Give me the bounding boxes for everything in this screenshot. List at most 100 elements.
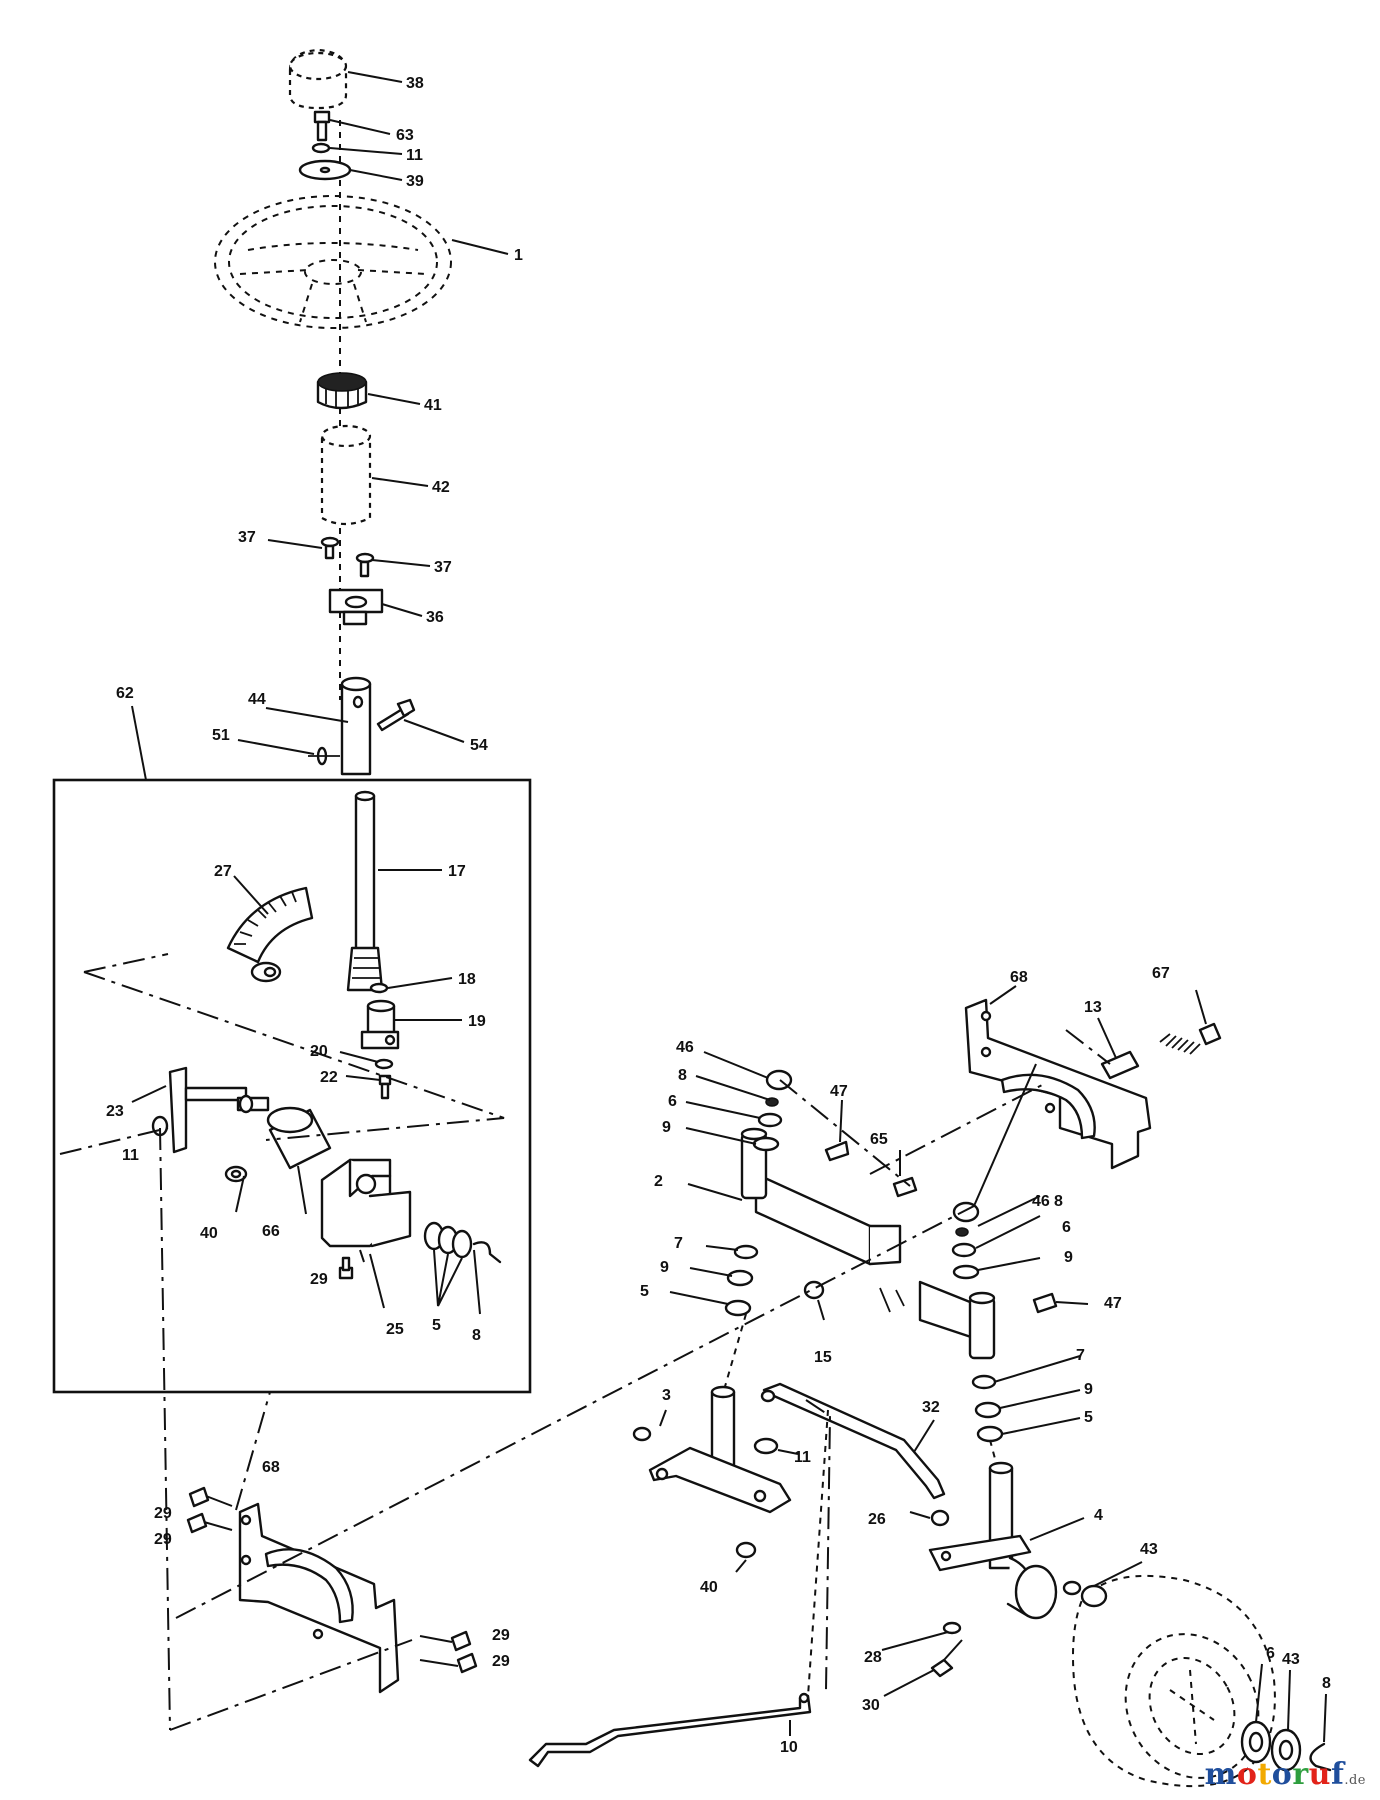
callout-66: 66	[262, 1223, 280, 1240]
callout-36: 36	[426, 609, 444, 626]
callout-39: 39	[406, 173, 424, 190]
part-23-shaft-bracket	[168, 1066, 270, 1154]
callout-37: 37	[238, 529, 256, 546]
callout-11: 11	[406, 147, 423, 164]
callout-47: 47	[830, 1083, 848, 1100]
callout-7: 7	[674, 1235, 683, 1252]
part-29-bolts-left-bracket	[186, 1486, 478, 1674]
callout-15: 15	[814, 1349, 832, 1366]
part-66-bushing	[266, 1106, 332, 1170]
callout-22: 22	[320, 1069, 338, 1086]
steering-gear-assembly	[59, 790, 505, 1280]
part-6-wheel	[1072, 1574, 1276, 1788]
callout-6: 6	[1266, 1645, 1275, 1662]
part-10-drag-link	[528, 1692, 812, 1768]
part-68-frame-bracket-left	[238, 1502, 400, 1694]
watermark-letter: o	[1236, 1757, 1258, 1792]
part-27-sector-gear	[226, 886, 314, 983]
callout-29: 29	[492, 1627, 510, 1644]
front-wheel-assembly	[1062, 1574, 1332, 1788]
part-40-nut	[224, 1165, 248, 1183]
part-28-washer	[942, 1621, 962, 1635]
callout-65: 65	[870, 1131, 888, 1148]
callout-28: 28	[864, 1649, 882, 1666]
callout-43: 43	[1282, 1651, 1300, 1668]
callout-44: 44	[248, 691, 266, 708]
part-17-steering-column	[346, 790, 384, 992]
part-51-roll-pin	[308, 746, 340, 766]
part-44-steering-shaft	[340, 676, 372, 776]
part-40-nut-spindle	[735, 1541, 757, 1559]
callout-68: 68	[1010, 969, 1028, 986]
callout-63: 63	[396, 127, 414, 144]
callout-numbers: 38 63 11 39 1 41 42 37 37 36 62 44 51 54…	[106, 75, 1331, 1756]
callout-11: 11	[122, 1147, 139, 1164]
callout-11: 11	[794, 1449, 811, 1466]
part-41-steering-adapter	[316, 372, 368, 410]
part-13-spacer	[1100, 1050, 1140, 1080]
part-43-washer-outer	[1270, 1728, 1302, 1772]
callout-29: 29	[154, 1505, 172, 1522]
part-38-steering-cap	[288, 48, 348, 110]
watermark-letter: m	[1204, 1757, 1237, 1792]
callout-20: 20	[310, 1043, 328, 1060]
callout-5: 5	[640, 1283, 649, 1300]
phantom-assembly-lines	[159, 1029, 1111, 1731]
part-37-screw-right	[355, 552, 375, 578]
callout-13: 13	[1084, 999, 1102, 1016]
callout-29: 29	[310, 1271, 328, 1288]
part-42-steering-boot	[320, 424, 372, 526]
callout-29: 29	[492, 1653, 510, 1670]
callout-37: 37	[434, 559, 452, 576]
callout-9: 9	[662, 1119, 671, 1136]
part-30-tie-rod-end	[930, 1639, 963, 1678]
part-43-washer-inner	[1062, 1580, 1108, 1608]
watermark-letter: o	[1271, 1757, 1293, 1792]
callout-9: 9	[1064, 1249, 1073, 1266]
left-spindle-hardware	[723, 1069, 793, 1391]
callout-46: 46	[1032, 1193, 1050, 1210]
callout-5: 5	[1084, 1409, 1093, 1426]
part-18-washer	[369, 982, 389, 994]
callout-43: 43	[1140, 1541, 1158, 1558]
callout-6: 6	[668, 1093, 677, 1110]
callout-8: 8	[1322, 1675, 1331, 1692]
watermark-letters: motoruf	[1205, 1757, 1345, 1792]
callout-23: 23	[106, 1103, 124, 1120]
callout-25: 25	[386, 1321, 404, 1338]
part-26-nut	[930, 1509, 950, 1527]
part-1-steering-wheel	[214, 195, 452, 329]
callout-54: 54	[470, 737, 488, 754]
callout-30: 30	[862, 1697, 880, 1714]
part-47-grease-fitting-left	[824, 1140, 850, 1162]
part-63-bolt	[313, 110, 331, 142]
leader-lines	[131, 71, 1327, 1743]
callout-68: 68	[262, 1459, 280, 1476]
watermark-letter: t	[1257, 1757, 1272, 1792]
callout-26: 26	[868, 1511, 886, 1528]
callout-10: 10	[780, 1739, 798, 1756]
callout-9: 9	[660, 1259, 669, 1276]
part-39-washer	[298, 159, 352, 181]
callout-46: 46	[676, 1039, 694, 1056]
callout-5: 5	[432, 1317, 441, 1334]
part-36-bushing	[328, 588, 384, 626]
callout-4: 4	[1094, 1507, 1103, 1524]
part-19-pinion-bracket	[360, 999, 400, 1050]
callout-41: 41	[424, 397, 442, 414]
callout-18: 18	[458, 971, 476, 988]
callout-7: 7	[1076, 1347, 1085, 1364]
callout-42: 42	[432, 479, 450, 496]
watermark-letter: r	[1292, 1757, 1309, 1792]
callout-32: 32	[922, 1399, 940, 1416]
part-22-bolt	[378, 1074, 392, 1100]
callout-40: 40	[200, 1225, 218, 1242]
part-8-hairpin-clip	[1309, 1742, 1332, 1772]
callout-9: 9	[1084, 1381, 1093, 1398]
part-67-spring-bolt	[1159, 1022, 1222, 1055]
callout-62: 62	[116, 685, 134, 702]
callout-40: 40	[700, 1579, 718, 1596]
part-29-bolt-box	[338, 1256, 354, 1280]
part-68-frame-bracket-right	[964, 998, 1152, 1170]
callout-47: 47	[1104, 1295, 1122, 1312]
